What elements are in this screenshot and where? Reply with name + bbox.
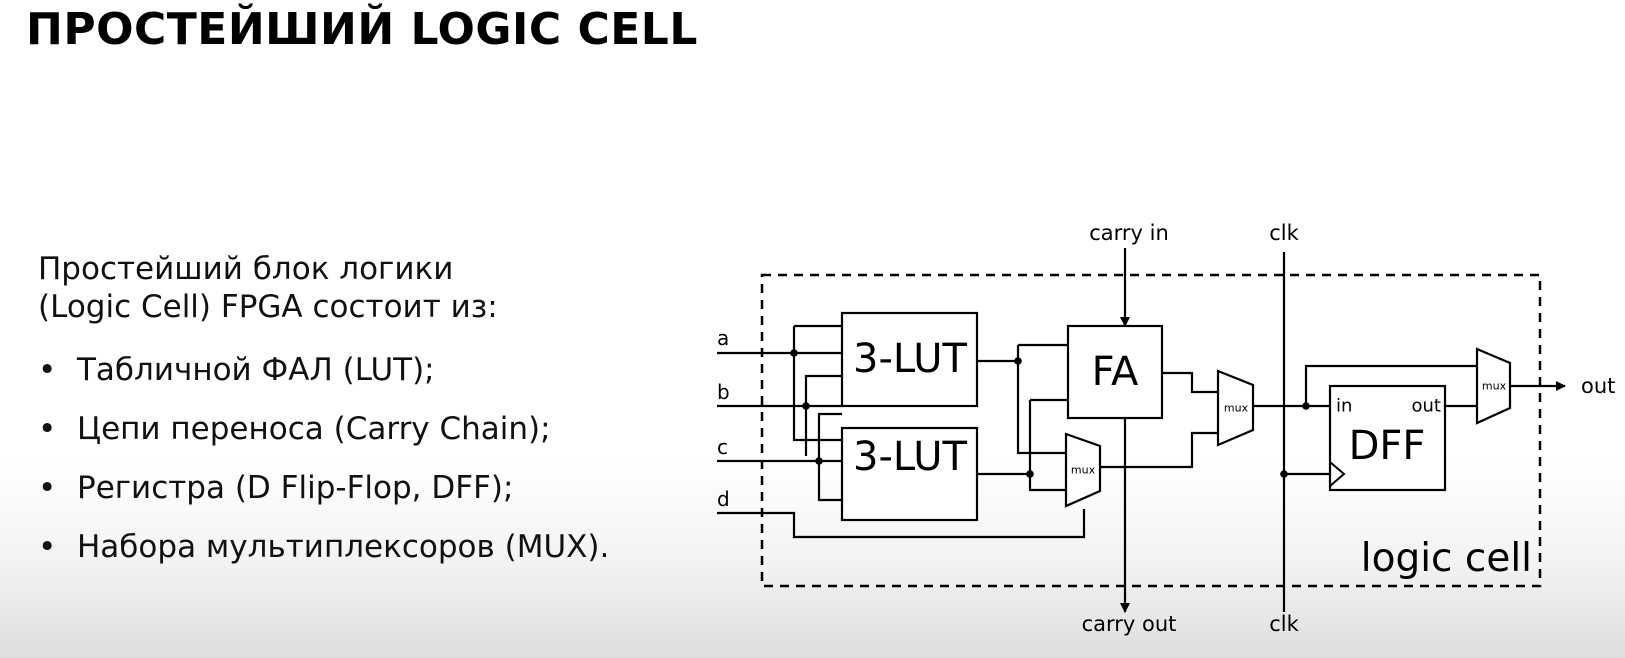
dff-out-label: out xyxy=(1412,396,1441,417)
dff-label: DFF xyxy=(1349,423,1426,469)
intro-line-1: Простейший блок логики xyxy=(38,251,454,287)
lut-top-block xyxy=(840,311,979,408)
mux-out-block xyxy=(1475,347,1512,425)
mux-lut-block xyxy=(1064,432,1102,508)
input-b-label: b xyxy=(717,380,730,404)
bullet-text: Табличной ФАЛ (LUT); xyxy=(77,352,435,388)
bullet-dot-icon: • xyxy=(38,470,57,506)
dff-block xyxy=(1328,384,1447,492)
lut-bottom-label: 3-LUT xyxy=(853,434,967,480)
junction-dots xyxy=(790,349,1310,478)
intro-line-2: (Logic Cell) FPGA состоит из: xyxy=(38,289,498,325)
bullet-dot-icon: • xyxy=(38,352,57,388)
bullet-list: • Табличной ФАЛ (LUT); • Цепи переноса (Ca… xyxy=(38,350,609,586)
clock-edge-icon xyxy=(1329,461,1346,487)
intro-text: Простейший блок логики (Logic Cell) FPGA… xyxy=(38,250,678,326)
dff-in-label: in xyxy=(1336,396,1352,417)
input-d-label: d xyxy=(717,487,730,511)
input-c-label: c xyxy=(717,435,728,459)
clk-top-label: clk xyxy=(1269,221,1299,245)
carry-in-label: carry in xyxy=(1089,221,1169,245)
bullet-dot-icon: • xyxy=(38,529,57,565)
bullet-item: • Регистра (D Flip-Flop, DFF); xyxy=(38,468,609,527)
full-adder-block xyxy=(1066,324,1164,420)
mux-lut-label: mux xyxy=(1071,464,1096,477)
bullet-text: Набора мультиплексоров (MUX). xyxy=(77,529,610,565)
mux-sum-label: mux xyxy=(1224,402,1249,415)
output-label: out xyxy=(1581,374,1615,398)
mux-sum-block xyxy=(1216,369,1255,447)
bullet-text: Регистра (D Flip-Flop, DFF); xyxy=(77,470,514,506)
carry-out-label: carry out xyxy=(1082,612,1177,636)
bullet-item: • Табличной ФАЛ (LUT); xyxy=(38,350,609,409)
bullet-item: • Набора мультиплексоров (MUX). xyxy=(38,527,609,586)
lut-bottom-block xyxy=(840,426,979,522)
logic-cell-label: logic cell xyxy=(1361,536,1532,581)
input-a-label: a xyxy=(717,326,729,350)
clk-bottom-label: clk xyxy=(1269,612,1299,636)
slide-title: ПРОСТЕЙШИЙ LOGIC CELL xyxy=(26,4,698,55)
bullet-item: • Цепи переноса (Carry Chain); xyxy=(38,409,609,468)
mux-out-label: mux xyxy=(1482,380,1507,393)
full-adder-label: FA xyxy=(1092,349,1139,395)
wires xyxy=(717,248,1566,613)
logic-cell-boundary xyxy=(760,273,1542,588)
bullet-dot-icon: • xyxy=(38,411,57,447)
lut-top-label: 3-LUT xyxy=(853,336,967,382)
bullet-text: Цепи переноса (Carry Chain); xyxy=(77,411,551,447)
